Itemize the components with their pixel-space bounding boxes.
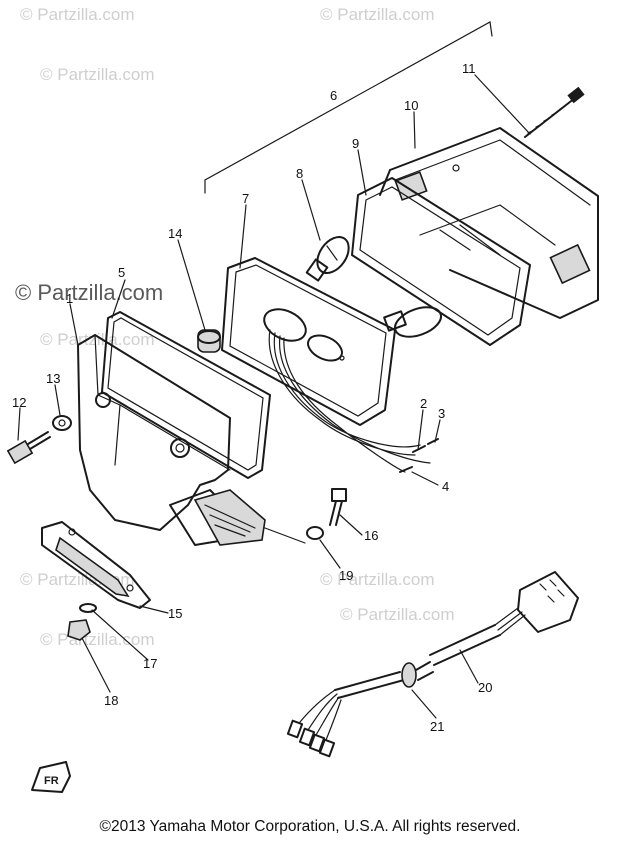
watermark: © Partzilla.com — [320, 5, 435, 24]
callout-6: 6 — [330, 88, 337, 103]
part-17-washer — [79, 603, 97, 613]
part-1-housing — [77, 334, 266, 546]
part-15-bracket — [41, 521, 151, 609]
fr-label: FR — [44, 775, 59, 787]
callout-10: 10 — [404, 98, 418, 113]
callout-17: 17 — [143, 656, 157, 671]
part-16-bolt — [329, 488, 347, 526]
callout-13: 13 — [46, 371, 60, 386]
part-10-lens — [379, 127, 599, 319]
mount-guide-line — [264, 527, 306, 544]
part-18-nut — [67, 619, 91, 641]
copyright-notice: ©2013 Yamaha Motor Corporation, U.S.A. A… — [99, 818, 521, 835]
callout-16: 16 — [364, 528, 378, 543]
callout-9: 9 — [352, 136, 359, 151]
callout-18: 18 — [104, 693, 118, 708]
callout-20: 20 — [478, 680, 492, 695]
watermark: © Partzilla.com — [40, 330, 155, 349]
callout-2: 2 — [420, 396, 427, 411]
callout-3: 3 — [438, 406, 445, 421]
callout-15: 15 — [168, 606, 182, 621]
leader-lines — [17, 74, 531, 719]
watermark: © Partzilla.com — [15, 280, 163, 305]
callout-21: 21 — [430, 719, 444, 734]
part-21-grommet — [286, 661, 434, 758]
part-12-bolt — [6, 431, 51, 465]
callout-7: 7 — [242, 191, 249, 206]
assembly-bracket — [204, 21, 493, 194]
callout-8: 8 — [296, 166, 303, 181]
front-direction-mark: FR — [31, 761, 71, 793]
callout-11: 11 — [462, 61, 476, 76]
callout-12: 12 — [12, 395, 26, 410]
part-9-gasket — [351, 177, 531, 346]
part-5-gasket — [101, 311, 271, 479]
tail-light-exploded-diagram: © Partzilla.com © Partzilla.com © Partzi… — [6, 5, 599, 793]
callout-1: 1 — [66, 291, 73, 306]
watermark: © Partzilla.com — [320, 570, 435, 589]
watermark: © Partzilla.com — [40, 65, 155, 84]
wire-connectors — [399, 438, 439, 473]
part-19-washer — [306, 526, 324, 540]
part-11-screw — [524, 86, 585, 138]
callout-labels: 1 2 3 4 5 6 7 8 9 10 11 12 13 14 15 16 1… — [12, 61, 492, 734]
part-14-grommet — [197, 329, 221, 353]
callout-19: 19 — [339, 568, 353, 583]
callout-5: 5 — [118, 265, 125, 280]
callout-14: 14 — [168, 226, 182, 241]
part-8-bulb — [305, 235, 350, 282]
part-7-base-plate — [221, 257, 431, 473]
part-13-washer — [52, 415, 72, 431]
part-8-side-bulb — [383, 306, 442, 338]
watermark: © Partzilla.com — [340, 605, 455, 624]
watermark: © Partzilla.com — [20, 5, 135, 24]
callout-4: 4 — [442, 479, 449, 494]
part-20-harness — [429, 571, 579, 666]
watermark: © Partzilla.com — [40, 630, 155, 649]
